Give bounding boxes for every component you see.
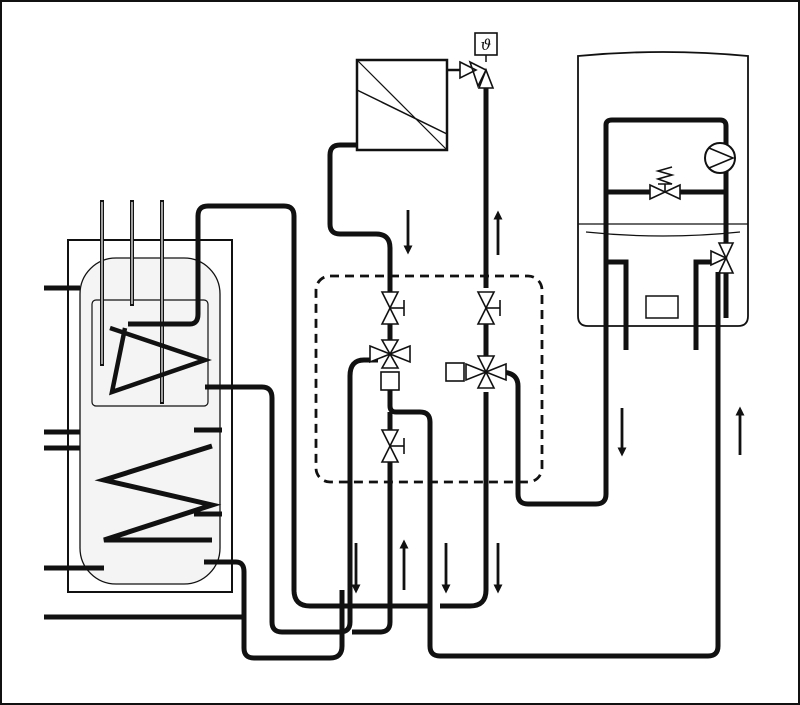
temperature-sensor: ϑ [474,32,498,62]
mixing-valve-left [369,339,411,391]
boiler-control-panel [645,295,679,319]
boiler-bypass-valve [710,242,735,274]
dhw-storage-tank [44,200,244,620]
pipework [128,88,721,661]
tank-left-connections [44,285,244,620]
controller-box [355,58,449,152]
isolation-valve-left-lower [380,429,405,463]
wall-hung-boiler [577,51,749,352]
flow-arrows [351,210,745,594]
relief-valve [649,166,681,201]
isolation-valve-right-upper [476,291,501,325]
tank-upper-chamber [91,299,209,407]
lower-coil [94,443,222,543]
mixing-valve-right [445,355,507,389]
boiler-internal-loop [603,117,729,352]
circulation-pump [704,142,736,174]
upper-coil [109,325,212,396]
sensor-symbol: ϑ [481,36,492,54]
tank-inner-vessel [79,257,221,585]
